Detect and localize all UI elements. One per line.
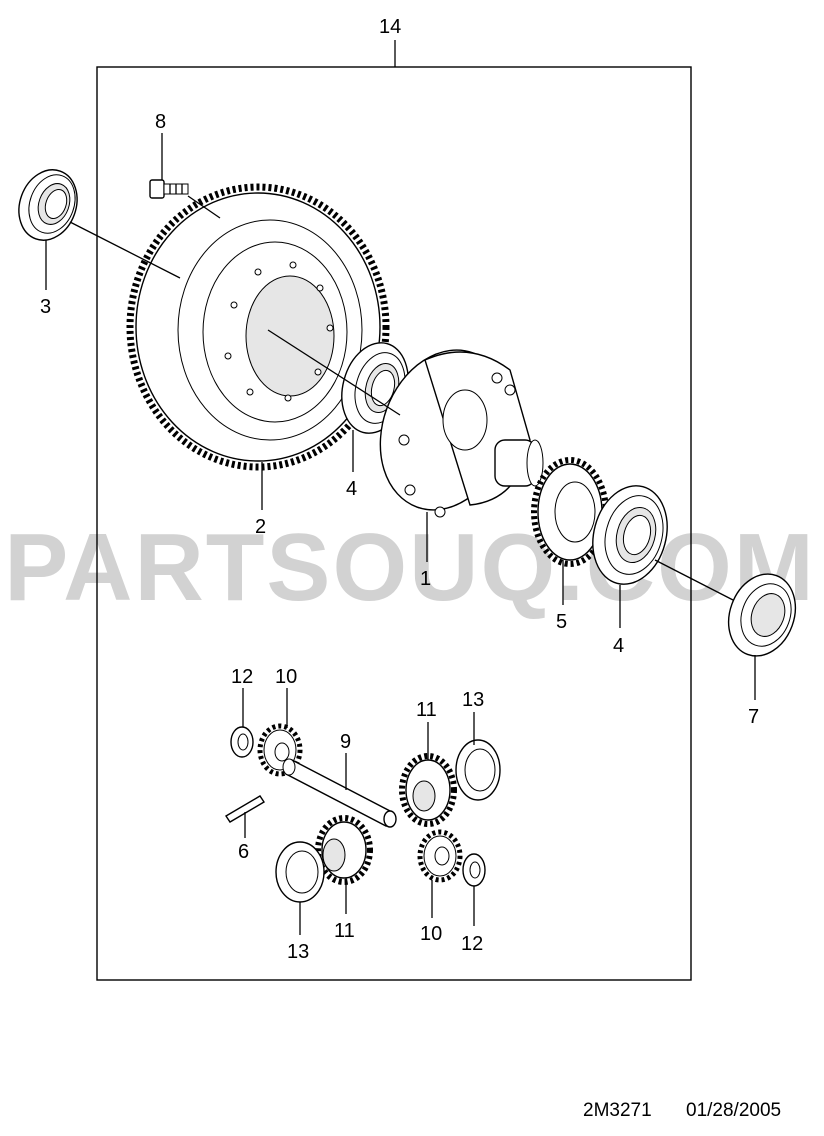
callout-9: 9 <box>340 731 351 753</box>
part-speedometer-gear[interactable] <box>531 457 609 567</box>
callout-12-lower: 12 <box>461 933 483 955</box>
callout-11-upper: 11 <box>416 699 437 721</box>
part-oil-seal-right[interactable] <box>718 565 807 666</box>
callout-13-lower: 13 <box>287 941 309 963</box>
callout-6: 6 <box>238 841 249 863</box>
part-thrust-washer-lower[interactable] <box>462 853 486 887</box>
part-pinion-gear-upper[interactable] <box>257 723 303 777</box>
callout-4-right: 4 <box>613 635 624 657</box>
part-bolt[interactable] <box>149 179 189 199</box>
callout-3: 3 <box>40 296 51 318</box>
leader-lines <box>45 40 756 935</box>
drawing-code: 2M3271 <box>583 1100 652 1121</box>
callout-10-upper: 10 <box>275 666 297 688</box>
callout-13-upper: 13 <box>462 689 484 711</box>
part-side-gear-upper[interactable] <box>399 753 457 827</box>
callout-5: 5 <box>556 611 567 633</box>
part-side-washer-upper[interactable] <box>455 739 501 801</box>
assembly-frame <box>96 66 692 981</box>
callout-8: 8 <box>155 111 166 133</box>
part-ring-gear[interactable] <box>126 183 390 471</box>
callout-10-lower: 10 <box>420 923 442 945</box>
part-thrust-washer-upper[interactable] <box>230 726 254 758</box>
callout-4-left: 4 <box>346 478 357 500</box>
callout-12-upper: 12 <box>231 666 253 688</box>
part-side-washer-lower[interactable] <box>275 841 325 903</box>
part-side-gear-lower[interactable] <box>315 815 373 885</box>
callout-labels: 14 8 3 2 4 1 5 4 7 12 10 9 11 13 6 13 11… <box>40 16 759 963</box>
part-lock-pin[interactable] <box>225 795 265 823</box>
callout-2: 2 <box>255 516 266 538</box>
callout-14: 14 <box>379 16 401 38</box>
part-bearing-right[interactable] <box>582 477 677 592</box>
part-oil-seal-left[interactable] <box>9 162 86 249</box>
callout-11-lower: 11 <box>334 920 355 942</box>
part-pinion-gear-lower[interactable] <box>417 829 463 883</box>
part-pinion-shaft[interactable] <box>282 758 397 828</box>
watermark: PARTSOUQ.COM <box>4 514 816 621</box>
part-differential-case[interactable] <box>359 332 544 529</box>
callout-7: 7 <box>748 706 759 728</box>
callout-1: 1 <box>420 568 431 590</box>
drawing-date: 01/28/2005 <box>686 1100 781 1121</box>
